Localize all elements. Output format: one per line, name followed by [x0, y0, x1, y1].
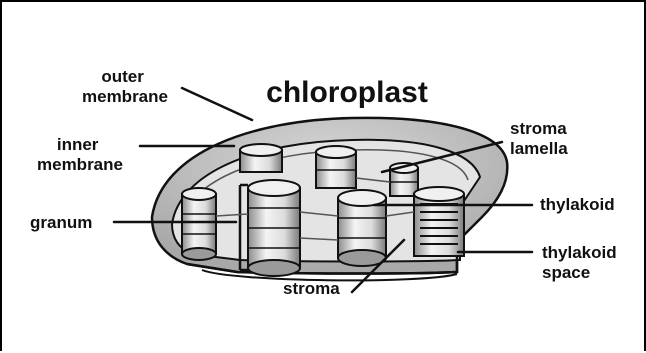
granum-stack-cut	[414, 187, 464, 256]
granum-stack-main	[248, 180, 300, 276]
diagram-title: chloroplast	[266, 76, 428, 109]
label-outer-membrane: outer membrane	[82, 67, 168, 106]
leader-outer-membrane	[182, 88, 252, 120]
label-granum: granum	[30, 213, 92, 232]
label-stroma: stroma	[283, 279, 340, 298]
label-thylakoid: thylakoid	[540, 195, 615, 214]
granum-stack-upper	[240, 144, 282, 172]
label-inner-membrane: inner membrane	[37, 135, 123, 174]
granum-stack-back	[316, 146, 356, 188]
granum-stack-middle	[338, 190, 386, 266]
label-thylakoid-space: thylakoid space	[542, 243, 621, 282]
label-stroma-lamella: stroma lamella	[510, 119, 571, 158]
granum-stack-left	[182, 188, 216, 260]
